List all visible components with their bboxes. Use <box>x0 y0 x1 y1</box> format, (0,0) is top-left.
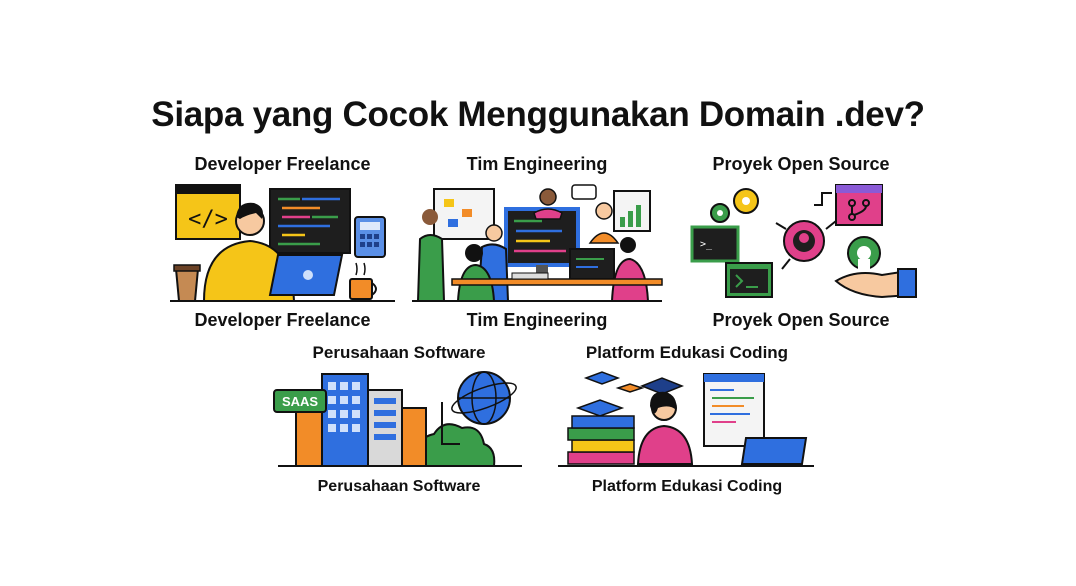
code-tag-text: </> <box>188 207 228 232</box>
terminal-prompt-text: >_ <box>700 239 713 250</box>
card-heading: Perusahaan Software <box>312 343 486 362</box>
card-caption: Tim Engineering <box>466 310 608 330</box>
coding-education-illustration <box>558 371 814 467</box>
card-caption: Perusahaan Software <box>317 478 481 495</box>
saas-sign-text: SAAS <box>282 394 318 409</box>
card-platform-edukasi-coding: Platform Edukasi Coding Platform Edukasi… <box>558 342 816 502</box>
software-company-illustration: SAAS <box>273 371 522 467</box>
card-caption: Developer Freelance <box>194 310 371 330</box>
card-tim-engineering: Tim Engineering <box>412 150 663 335</box>
page-title: Siapa yang Cocok Menggunakan Domain .dev… <box>151 95 925 134</box>
engineering-team-illustration <box>412 184 663 302</box>
freelance-developer-illustration: </> <box>170 184 395 302</box>
card-heading: Tim Engineering <box>466 154 608 174</box>
card-perusahaan-software: Perusahaan Software SAAS Perusahaan So <box>273 342 524 502</box>
card-caption: Platform Edukasi Coding <box>591 478 783 495</box>
card-developer-freelance: Developer Freelance </> <box>170 150 395 335</box>
card-proyek-open-source: Proyek Open Source >_ <box>686 150 917 335</box>
card-heading: Developer Freelance <box>194 154 371 174</box>
card-heading: Proyek Open Source <box>712 154 890 174</box>
card-heading: Platform Edukasi Coding <box>585 343 789 362</box>
card-caption: Proyek Open Source <box>712 310 890 330</box>
open-source-illustration: >_ <box>690 184 917 299</box>
